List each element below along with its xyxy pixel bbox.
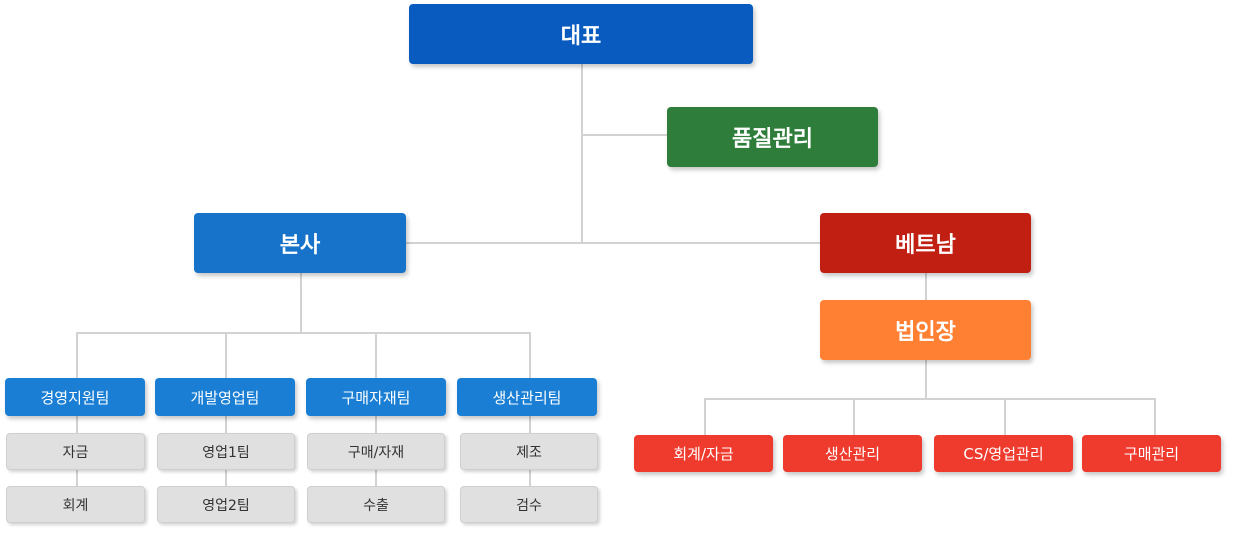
vietnam-dept-node: 생산관리	[783, 435, 922, 472]
connector-dept-4	[1154, 398, 1156, 436]
sub-unit-node: 구매/자재	[307, 433, 445, 470]
team-node: 개발영업팀	[155, 378, 295, 416]
connector-quality	[582, 134, 668, 136]
sub-unit-node: 제조	[460, 433, 598, 470]
connector-hq-vietnam	[405, 242, 821, 244]
connector-dept-3	[1004, 398, 1006, 436]
sub-unit-node: 수출	[307, 486, 445, 523]
connector-dept-1	[704, 398, 706, 436]
connector-hq-down	[300, 273, 302, 333]
vietnam-dept-node: CS/영업관리	[934, 435, 1073, 472]
ceo-node: 대표	[409, 4, 753, 64]
sub-unit-node: 영업1팀	[157, 433, 295, 470]
sub-unit-node: 검수	[460, 486, 598, 523]
factory-node: 법인장	[820, 300, 1031, 360]
connector-team-3	[375, 332, 377, 379]
quality-node: 품질관리	[667, 107, 878, 167]
sub-unit-node: 자금	[6, 433, 145, 470]
connector-depts-bus	[704, 398, 1156, 400]
vietnam-dept-node: 구매관리	[1082, 435, 1221, 472]
sub-unit-node: 영업2팀	[157, 486, 295, 523]
connector-ceo-trunk	[581, 64, 583, 243]
team-node: 생산관리팀	[457, 378, 597, 416]
connector-factory-down	[925, 360, 927, 399]
connector-team-1	[76, 332, 78, 379]
connector-dept-2	[853, 398, 855, 436]
vietnam-node: 베트남	[820, 213, 1031, 273]
team-node: 구매자재팀	[306, 378, 446, 416]
connector-teams-bus	[76, 332, 531, 334]
hq-node: 본사	[194, 213, 406, 273]
sub-unit-node: 회계	[6, 486, 145, 523]
connector-vietnam-down	[925, 273, 927, 301]
team-node: 경영지원팀	[5, 378, 145, 416]
connector-team-2	[225, 332, 227, 379]
connector-team-4	[529, 332, 531, 379]
vietnam-dept-node: 회계/자금	[634, 435, 773, 472]
